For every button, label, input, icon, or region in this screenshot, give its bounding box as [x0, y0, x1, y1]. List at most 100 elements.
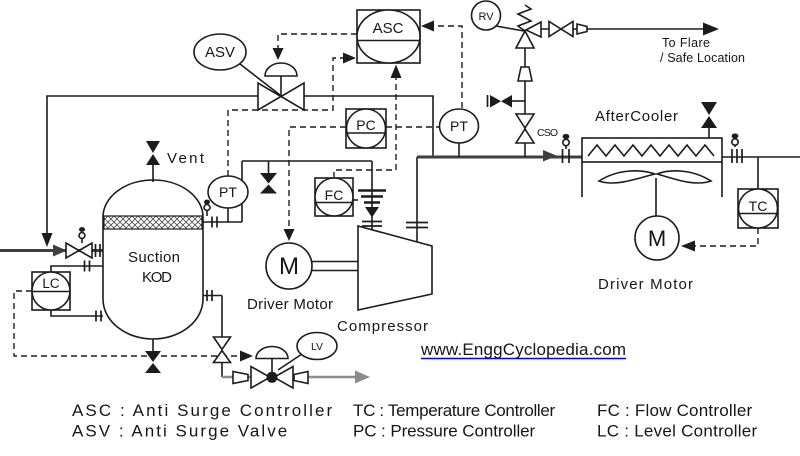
fan-motor-tag: M	[648, 226, 666, 251]
anti-surge-valve	[257, 62, 305, 112]
discharge-nozzle-flanges	[406, 221, 428, 229]
flow-element	[358, 189, 386, 227]
tc-controller: TC	[737, 188, 779, 229]
legend: ASC : Anti Surge Controller ASV : Anti S…	[72, 401, 758, 441]
asc-tag: ASC	[373, 20, 404, 37]
signal-lines	[13, 20, 759, 362]
compressor-motor-circle	[265, 242, 313, 290]
discharge-flow-arrow	[543, 150, 557, 162]
tc-tag: TC	[749, 198, 768, 214]
pt-discharge-tag: PT	[450, 118, 468, 134]
asv-tag: ASV	[205, 44, 235, 61]
feed-vent-plug	[78, 231, 86, 240]
legend-asc: ASC : Anti Surge Controller	[72, 401, 333, 420]
flare-label-1: To Flare	[662, 36, 710, 50]
suction-kod-vessel: Suction KOD	[102, 179, 204, 340]
feed-valve-left-wing	[65, 241, 81, 260]
tc-to-fan-signal	[695, 228, 759, 247]
pt-suction-tag: PT	[219, 184, 237, 200]
pt-suction: PT	[207, 175, 249, 209]
lc-controller: LC	[31, 260, 102, 322]
asc-controller: ASC	[356, 9, 421, 64]
asc-circle	[356, 9, 421, 64]
suction-nozzle-flanges	[362, 220, 382, 227]
lv-valve-plug	[266, 371, 278, 383]
rv-tag: RV	[478, 11, 494, 23]
cso-valve-top-wing	[514, 113, 536, 130]
lv-tag: LV	[311, 341, 323, 353]
fan-motor-label: Driver Motor	[598, 276, 693, 293]
compressor-motor-tag: M	[279, 253, 299, 280]
cso-branch: CSO	[490, 66, 558, 144]
lv-reducer-right	[293, 370, 309, 385]
asv-signal-arrow	[272, 48, 284, 60]
asc-right-arrow	[421, 20, 434, 32]
lv-gate-valve-top-wing	[211, 336, 233, 351]
fan-signal-arrow	[681, 240, 695, 252]
lc-tag: LC	[42, 276, 60, 291]
legend-lc: LC : Level Controller	[597, 422, 758, 441]
rv-tag-line	[495, 25, 525, 32]
fan-motor-circle	[634, 215, 680, 261]
legend-pc: PC : Pressure Controller	[353, 422, 536, 441]
recycle-down-arrow	[41, 233, 53, 247]
flare-gate-valve-right	[559, 20, 574, 38]
compressor: M Driver Motor Compressor	[247, 221, 433, 335]
relief-valve-assembly: RV To Flare / Safe Location	[470, 0, 745, 65]
level-valve-assembly: LV	[211, 331, 338, 390]
pc-tag: PC	[356, 117, 375, 133]
motor-signal-arrow	[283, 229, 295, 241]
stub-valve-right-wing	[501, 95, 512, 108]
fan-blade-left	[597, 170, 658, 184]
psv-inlet-wing	[514, 29, 536, 49]
lv-actuator-dome	[255, 345, 289, 360]
fc-to-asc-signal	[333, 78, 397, 178]
pt-discharge: PT	[438, 108, 480, 144]
asv-tag-line	[239, 63, 281, 96]
kod-drain-valve	[145, 339, 161, 373]
kod-outlet-fittings	[203, 199, 218, 301]
aftercooler-label: AfterCooler	[595, 108, 678, 125]
stub-valve-left-wing	[490, 95, 501, 108]
flow-element-bars	[358, 189, 386, 204]
vessel-label-1: Suction	[128, 249, 180, 266]
feed-inlet-valve	[65, 227, 101, 260]
feed-flow-arrow	[53, 244, 67, 257]
website-link[interactable]: www.EnggCyclopedia.com	[420, 340, 626, 360]
lv-bubble	[296, 331, 338, 361]
tc-circle	[737, 188, 779, 229]
feed-vent-plug-cap	[79, 227, 85, 232]
rv-bubble	[470, 0, 502, 31]
feed-valve-right-wing	[77, 241, 93, 260]
asv-actuator-dome	[264, 62, 298, 77]
fc-controller: FC	[314, 177, 354, 217]
compressor-body	[357, 224, 433, 311]
vent-label: Vent	[167, 150, 205, 167]
lc-tap-lines	[50, 265, 103, 317]
compressor-shaft	[312, 260, 358, 272]
legend-tc: TC : Temperature Controller	[353, 401, 556, 420]
suction-drain-valve	[260, 173, 277, 194]
pt-suction-bubble	[207, 175, 249, 209]
asv-bubble	[193, 33, 247, 71]
cooler-outlet-plug	[730, 138, 739, 147]
fan-blade-right	[654, 170, 713, 184]
pt-discharge-to-asc-signal	[434, 25, 463, 108]
kod-vent-valve: Vent	[146, 141, 205, 182]
flare-gate-valve-left	[548, 20, 563, 38]
lv-valve-left-wing	[250, 365, 272, 390]
bottoms-flange-ticks	[206, 290, 213, 301]
relief-reducer	[517, 66, 533, 82]
lv-gate-valve-bottom-wing	[211, 349, 233, 364]
cso-valve-bottom-wing	[514, 127, 536, 144]
fc-circle	[314, 177, 354, 217]
flare-reducer	[576, 22, 588, 36]
asv-instrument: ASV	[193, 33, 281, 96]
legend-asv: ASV : Anti Surge Valve	[72, 422, 288, 441]
website-link-text[interactable]: www.EnggCyclopedia.com	[420, 340, 626, 359]
asc-left-arrow	[343, 52, 356, 64]
cooler-coil	[587, 143, 715, 158]
demister-mesh	[103, 215, 203, 230]
